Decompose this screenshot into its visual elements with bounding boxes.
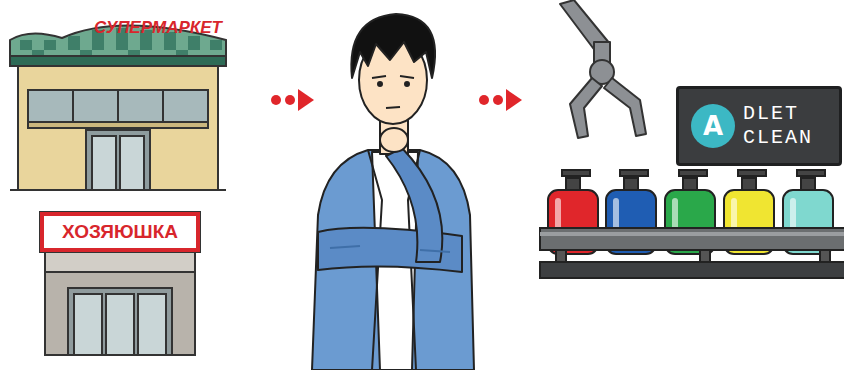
supermarket-building (72, 90, 74, 122)
flow-arrow (479, 95, 489, 105)
flow-arrow (493, 95, 503, 105)
supermarket-building (10, 56, 226, 66)
conveyor-belt (540, 232, 844, 236)
robot-claw (604, 78, 646, 136)
soap-bottle (738, 170, 766, 176)
soap-bottle (679, 170, 707, 176)
thinking-man (380, 128, 408, 152)
store-sign: ХОЗЯЮШКА (40, 212, 200, 252)
robot-claw (560, 0, 646, 138)
supermarket-building (120, 136, 144, 190)
store-building (106, 294, 134, 355)
flow-arrow (479, 89, 522, 111)
brand-name: DLET CLEAN (743, 102, 829, 150)
supermarket-building: СУПЕРМАРКЕТ (78, 14, 238, 42)
store-building (45, 250, 195, 355)
supermarket-building (68, 36, 80, 50)
flow-arrow (285, 95, 295, 105)
logo-letter: A (691, 104, 735, 148)
conveyor-belt (540, 228, 844, 250)
store-name: СУПЕРМАРКЕТ (94, 18, 222, 38)
thinking-man (386, 148, 442, 262)
conveyor-belt (540, 262, 844, 278)
thinking-man (378, 82, 382, 86)
store-building (138, 294, 166, 355)
thinking-man (400, 76, 414, 78)
conveyor-belt (540, 228, 844, 278)
thinking-man (405, 82, 409, 86)
supermarket-building (28, 122, 208, 128)
conveyor-belt (820, 250, 830, 262)
flow-arrow (271, 95, 281, 105)
thinking-man (312, 14, 474, 370)
thinking-man (386, 107, 400, 108)
supermarket-building (20, 40, 32, 50)
supermarket-building (117, 90, 119, 122)
supermarket-building (92, 136, 116, 190)
supermarket-building (188, 36, 200, 50)
flow-arrow (506, 89, 522, 111)
thinking-man (330, 246, 450, 252)
supermarket-building (162, 90, 164, 122)
conveyor-belt (700, 250, 710, 262)
supermarket-building (28, 90, 208, 122)
brand-screen: ADLET CLEAN (676, 86, 842, 166)
supermarket-building (10, 189, 226, 191)
soap-bottle (562, 170, 590, 176)
supermarket-building (210, 40, 222, 50)
thinking-man (351, 14, 435, 78)
thinking-man (372, 76, 386, 78)
supermarket-building (44, 40, 56, 50)
flow-arrow (298, 89, 314, 111)
soap-bottle (620, 170, 648, 176)
store-building (74, 294, 102, 355)
store-building (45, 250, 195, 272)
store-name: ХОЗЯЮШКА (62, 221, 178, 243)
flow-arrow (271, 89, 314, 111)
conveyor-belt (556, 250, 566, 262)
store-building (68, 288, 172, 355)
supermarket-building (86, 130, 150, 190)
store-building (45, 250, 195, 355)
thinking-man (312, 150, 474, 370)
robot-claw (570, 78, 602, 138)
supermarket-building (10, 25, 226, 190)
soap-bottle (797, 170, 825, 176)
supermarket-building (18, 62, 218, 190)
